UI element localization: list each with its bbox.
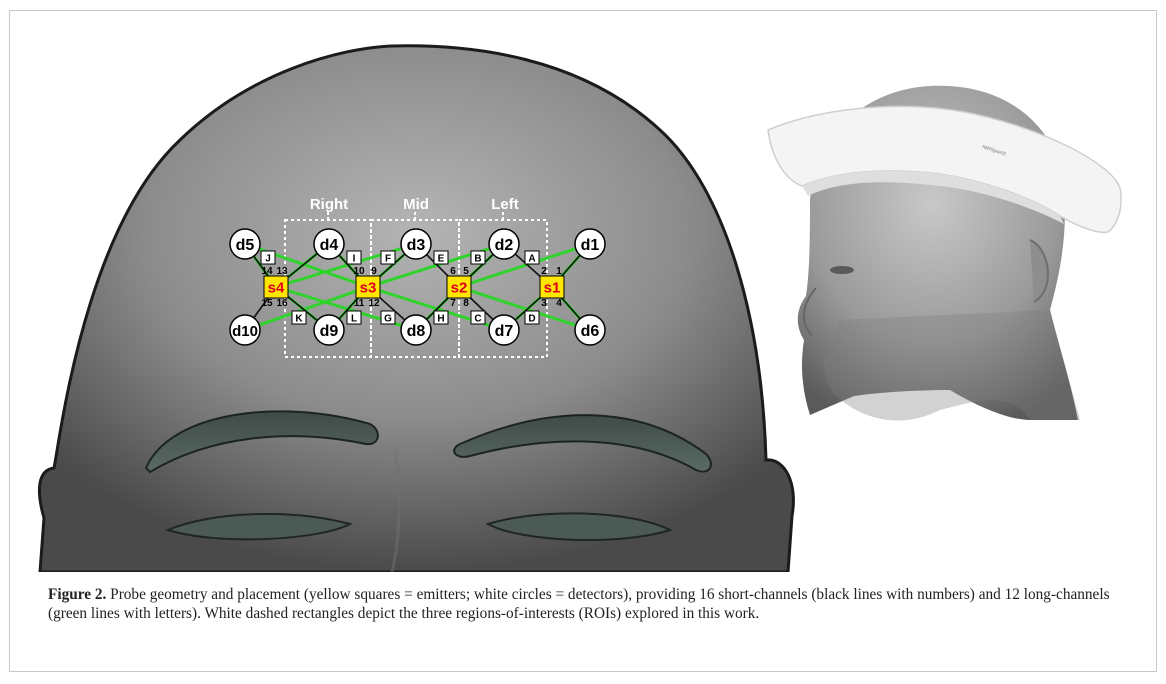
emitter-label: s4 <box>268 280 285 297</box>
short-channel-number: 13 <box>276 266 288 277</box>
detector-label: d9 <box>320 323 339 340</box>
long-channel-letter: L <box>351 314 357 325</box>
roi-label-mid: Mid <box>403 196 429 213</box>
short-channel-number: 8 <box>463 298 469 309</box>
emitter-label: s1 <box>544 280 561 297</box>
roi-label-right: Right <box>310 196 348 213</box>
frontal-head <box>39 46 793 572</box>
short-channel-number: 7 <box>450 298 456 309</box>
short-channel-number: 15 <box>261 298 273 309</box>
detector-label: d5 <box>236 237 255 254</box>
headband-model: NIRSport2 <box>768 86 1121 421</box>
long-channel-letter: D <box>528 314 535 325</box>
detector-label: d2 <box>495 237 514 254</box>
detector-label: d10 <box>232 323 258 340</box>
long-channel-letter: G <box>384 314 392 325</box>
long-channel-letter: E <box>438 254 445 265</box>
short-channel-number: 9 <box>371 266 377 277</box>
detector-label: d6 <box>581 323 600 340</box>
short-channel-number: 10 <box>353 266 365 277</box>
caption-text: Probe geometry and placement (yellow squ… <box>48 586 1110 622</box>
roi-label-left: Left <box>491 196 519 213</box>
figure-caption: Figure 2. Probe geometry and placement (… <box>48 585 1128 623</box>
emitter-label: s2 <box>451 280 468 297</box>
detector-label: d7 <box>495 323 514 340</box>
short-channel-number: 4 <box>556 298 562 309</box>
short-channel-number: 14 <box>261 266 273 277</box>
caption-label: Figure 2. <box>48 586 106 603</box>
short-channel-number: 2 <box>541 266 547 277</box>
detector-label: d8 <box>407 323 426 340</box>
long-channel-letter: B <box>474 254 481 265</box>
long-channel-letter: J <box>265 254 271 265</box>
short-channel-number: 6 <box>450 266 456 277</box>
short-channel-number: 12 <box>368 298 380 309</box>
long-channel-letter: F <box>385 254 391 265</box>
long-channel-letter: I <box>353 254 356 265</box>
long-channel-letter: C <box>474 314 481 325</box>
long-channel-letter: A <box>528 254 535 265</box>
long-channel-letter: K <box>295 314 303 325</box>
detector-label: d1 <box>581 237 600 254</box>
detector-label: d4 <box>320 237 339 254</box>
figure-image: Right Mid Left <box>20 20 1146 572</box>
detector-label: d3 <box>407 237 426 254</box>
short-channel-number: 3 <box>541 298 547 309</box>
short-channel-number: 16 <box>276 298 288 309</box>
short-channel-number: 1 <box>556 266 562 277</box>
short-channel-number: 5 <box>463 266 469 277</box>
emitter-label: s3 <box>360 280 377 297</box>
short-channel-number: 11 <box>354 298 365 309</box>
long-channel-letter: H <box>437 314 444 325</box>
